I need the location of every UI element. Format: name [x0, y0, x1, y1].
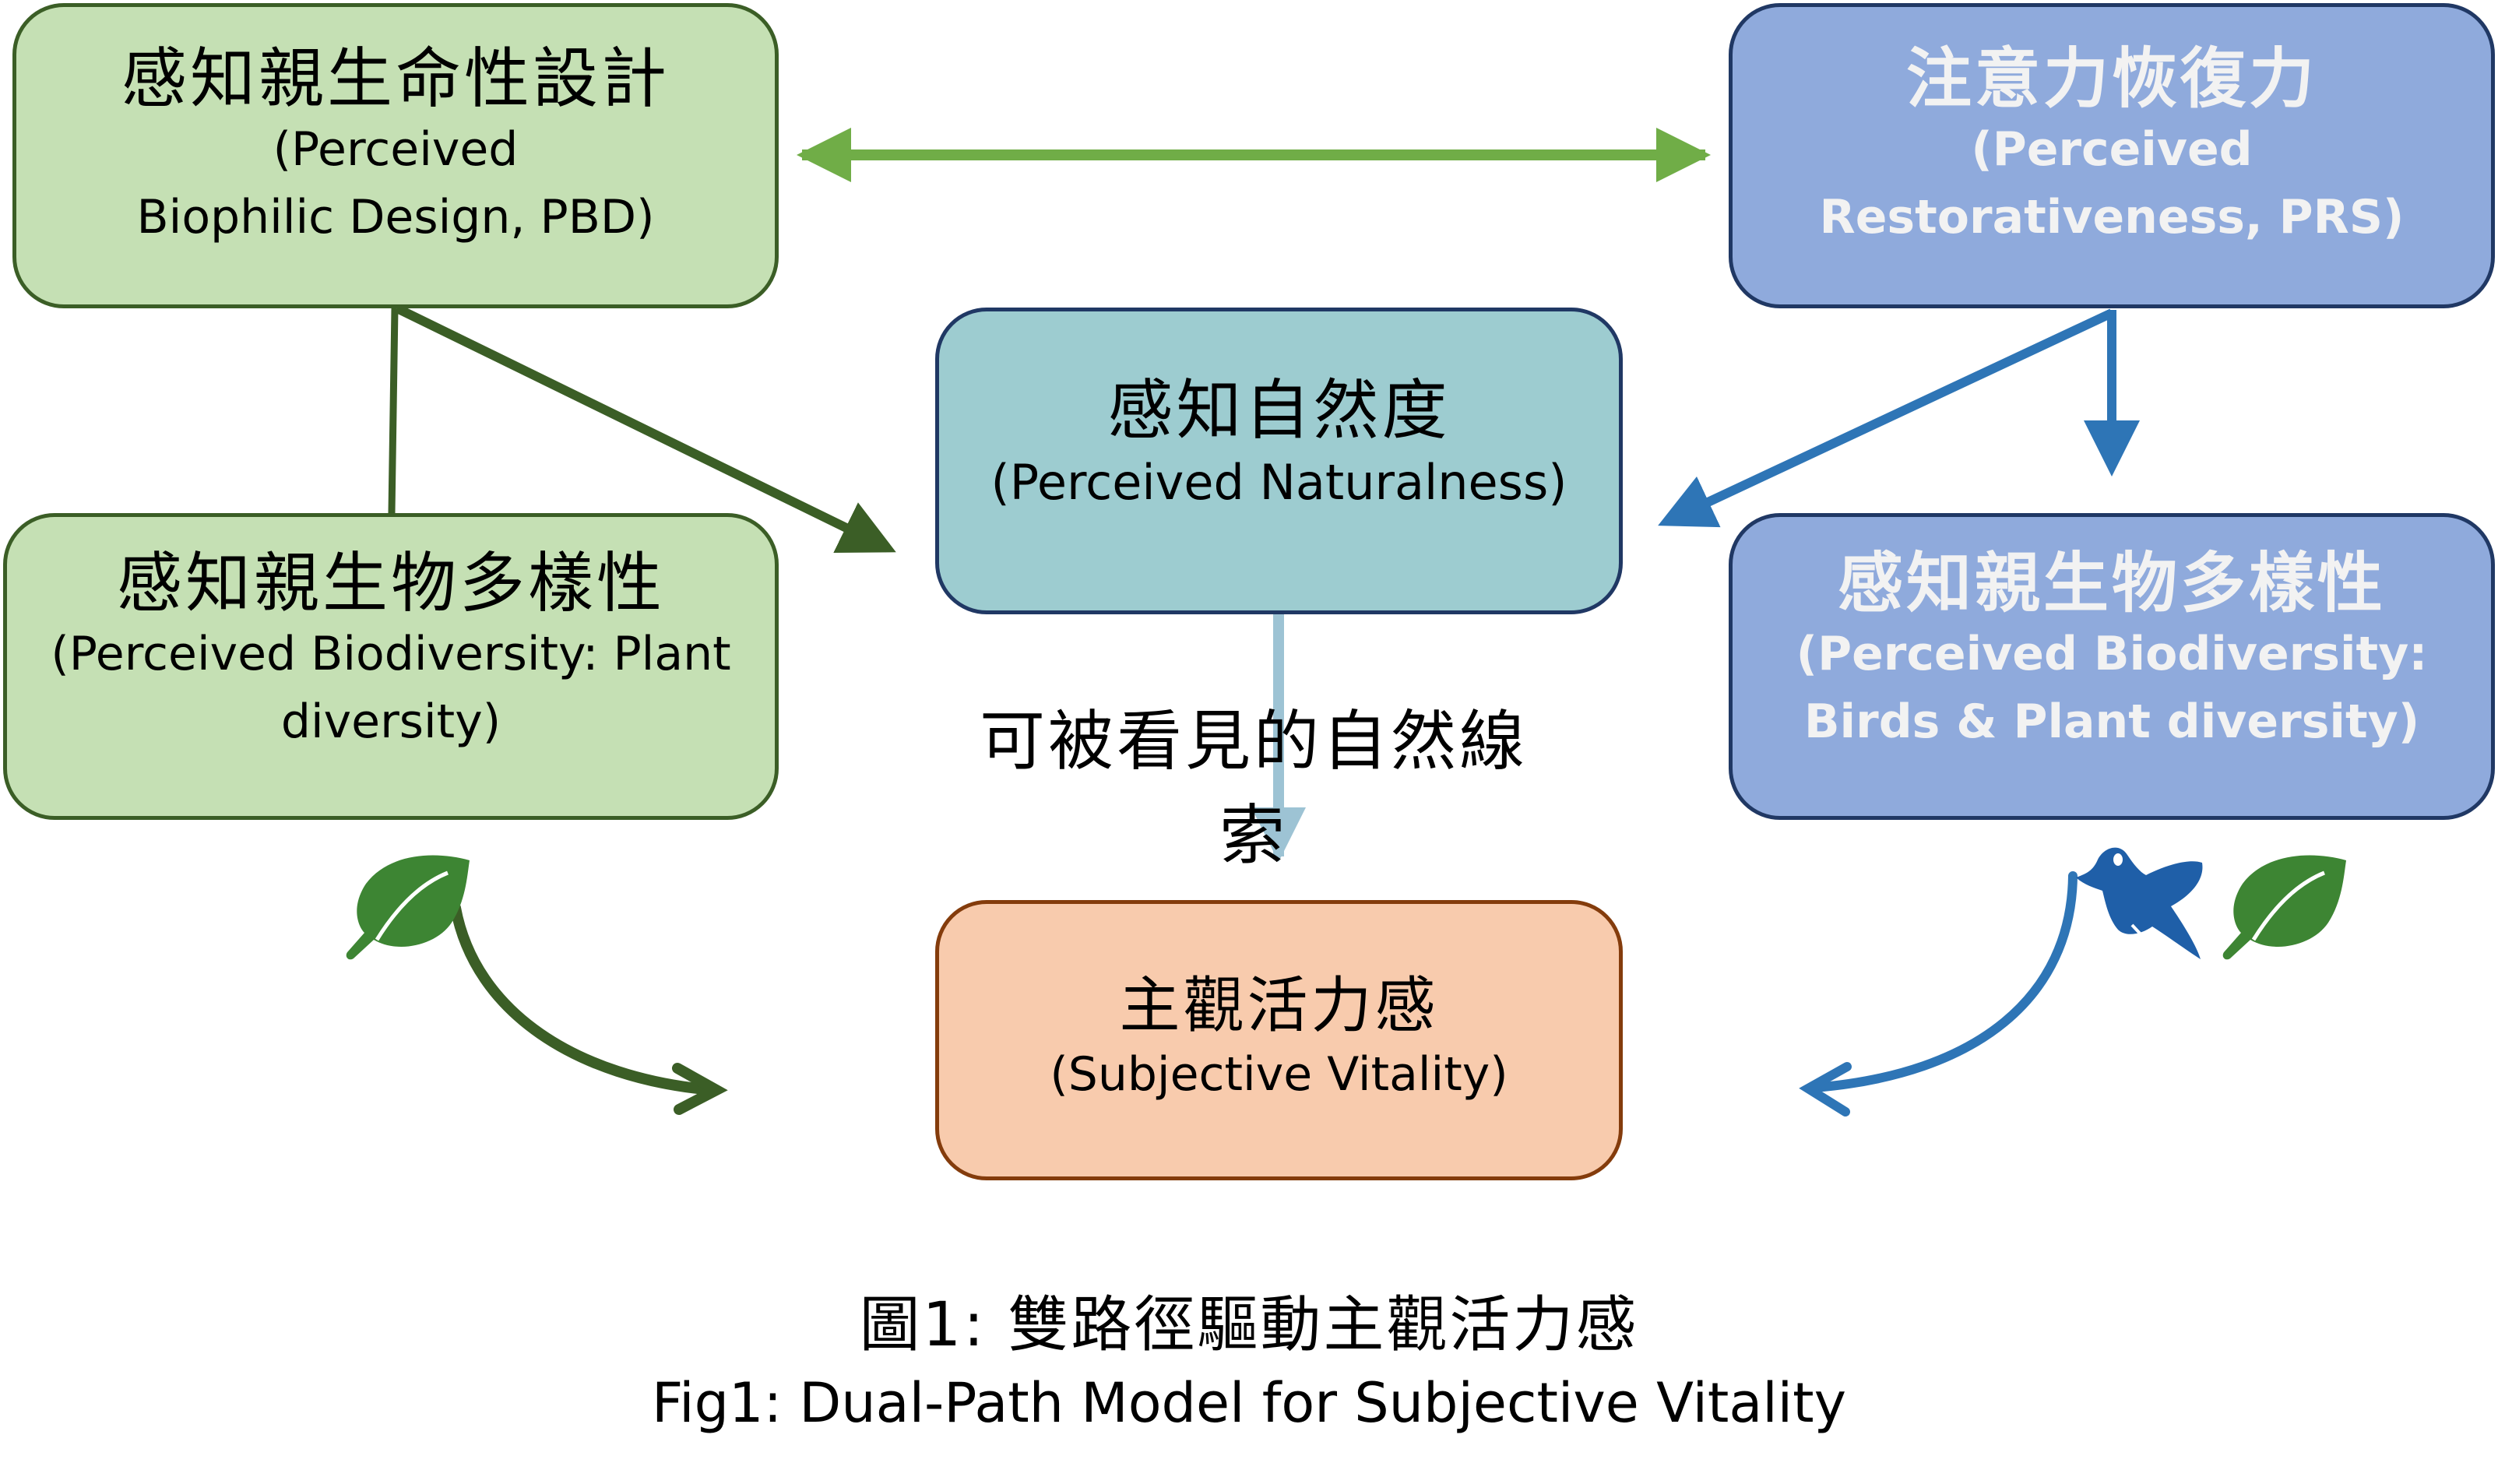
node-title-zh: 主觀活力感	[1119, 970, 1439, 1041]
node-subjective-vitality: 主觀活力感 (Subjective Vitality)	[935, 900, 1623, 1180]
node-title-zh: 感知親生物多樣性	[116, 544, 665, 621]
arrowhead-bio-left	[672, 1063, 728, 1115]
node-perceived-biodiversity-birds-plant: 感知親生物多樣性 (Perceived Biodiversity: Birds …	[1729, 513, 2495, 820]
edge-pbd-naturalness	[395, 304, 896, 553]
node-title-zh: 感知親生命性設計	[121, 40, 670, 117]
node-title-en: diversity)	[280, 695, 501, 750]
node-title-en: (Perceived Biodiversity: Plant	[51, 627, 731, 682]
arrowhead-bio-right	[1799, 1062, 1852, 1117]
node-title-en: (Perceived	[1971, 122, 2253, 178]
caption-zh: 圖1: 雙路徑驅動主觀活力感	[859, 1290, 1639, 1360]
edge-bio-right-vitality	[1810, 871, 2078, 1092]
edge-prs-naturalness	[1658, 308, 2114, 528]
leaf-icon	[2222, 855, 2346, 960]
node-title-en: Biophilic Design, PBD)	[136, 190, 655, 245]
node-title-en: Birds & Plant diversity)	[1803, 695, 2420, 750]
caption-en: Fig1: Dual-Path Model for Subjective Vit…	[651, 1371, 1847, 1436]
edge-bio-left-vitality	[450, 902, 718, 1095]
node-title-en: (Perceived Naturalness)	[990, 454, 1567, 512]
bird-icon	[2076, 847, 2203, 959]
node-perceived-restorativeness: 注意力恢復力 (Perceived Restorativeness, PRS)	[1729, 3, 2495, 308]
node-title-en: (Perceived	[273, 122, 519, 178]
node-title-zh: 注意力恢復力	[1905, 40, 2317, 117]
node-perceived-naturalness: 感知自然度 (Perceived Naturalness)	[935, 308, 1623, 614]
node-perceived-biodiversity-plant: 感知親生物多樣性 (Perceived Biodiversity: Plant …	[3, 513, 779, 820]
node-title-en: (Perceived Biodiversity:	[1796, 627, 2428, 682]
node-title-zh: 感知親生物多樣性	[1837, 544, 2386, 621]
node-title-en: (Subjective Vitality)	[1050, 1047, 1508, 1102]
leaf-icon	[346, 855, 470, 960]
figure-caption: 圖1: 雙路徑驅動主觀活力感 Fig1: Dual-Path Model for…	[0, 1285, 2498, 1440]
node-title-en: Restorativeness, PRS)	[1819, 190, 2405, 245]
edge-label-visible-natural-cues: 可被看見的自然線索	[979, 703, 1528, 874]
node-perceived-biophilic-design: 感知親生命性設計 (Perceived Biophilic Design, PB…	[12, 3, 779, 308]
node-title-zh: 感知自然度	[1107, 371, 1451, 448]
